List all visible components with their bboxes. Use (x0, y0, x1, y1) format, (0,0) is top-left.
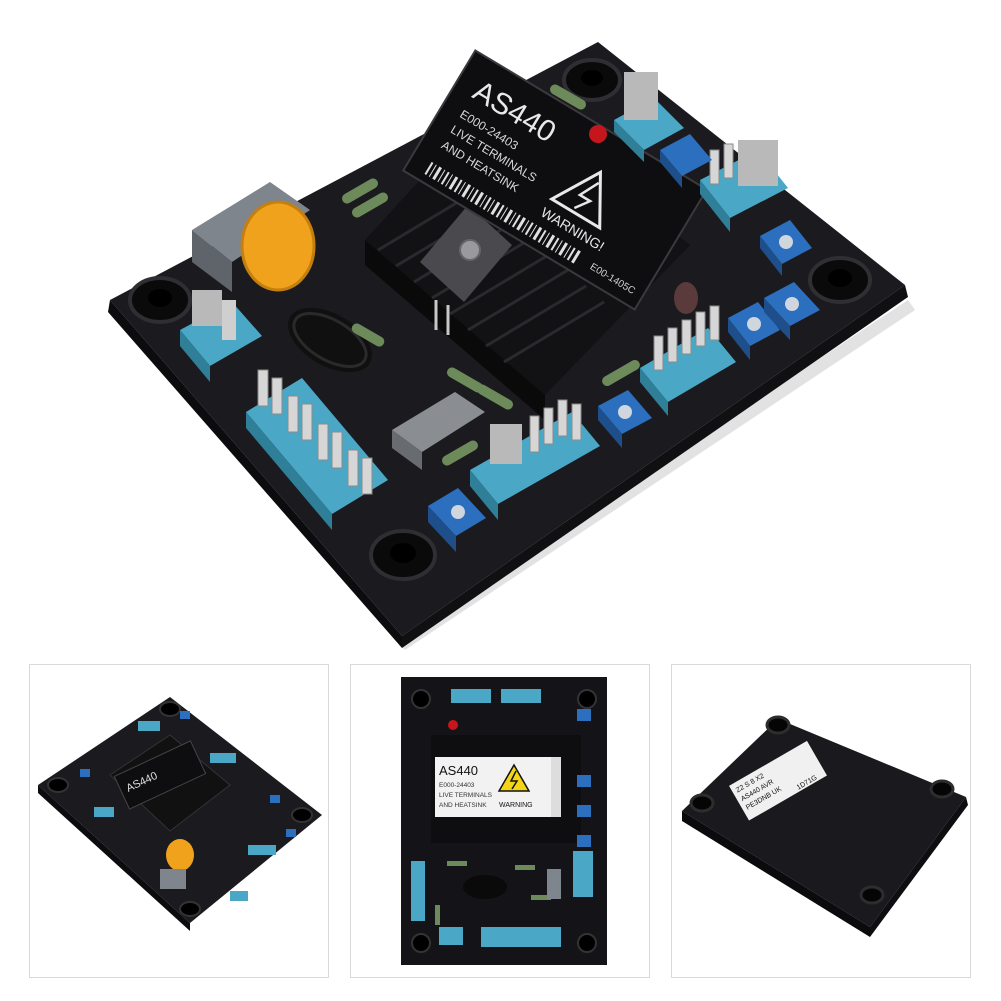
thumbnail-1-photo: AS440 (38, 697, 322, 931)
film-capacitor (392, 392, 485, 452)
thumb2-part-number: E000-24403 (439, 782, 475, 789)
terminal-connector (246, 369, 388, 530)
thumb2-warning-line2: AND HEATSINK (439, 802, 487, 809)
thumb2-warning-word: WARNING (499, 802, 533, 809)
barcode (424, 161, 581, 264)
trim-potentiometer (660, 134, 712, 188)
mounting-hole (562, 58, 622, 102)
trim-potentiometer (764, 282, 820, 340)
terminal-connector (180, 290, 262, 382)
thumbnail-2-photo: AS440 E000-24403 LIVE TERMINALS AND HEAT… (401, 677, 607, 965)
terminal-connector (640, 305, 736, 416)
mounting-hole (128, 276, 192, 324)
resistor (342, 84, 640, 466)
warning-label: AS440 E000-24403 LIVE TERMINALS AND HEAT… (401, 49, 709, 311)
trim-potentiometer (760, 220, 812, 276)
red-led (589, 125, 607, 143)
mounting-hole (369, 529, 437, 581)
thumb2-warning-line1: LIVE TERMINALS (439, 792, 493, 799)
inductor-coil (288, 307, 372, 373)
trim-potentiometer (428, 488, 486, 552)
terminal-connector (700, 140, 788, 232)
terminal-connector (614, 72, 684, 162)
trim-potentiometer (728, 302, 780, 360)
thumbnail-top-view[interactable]: AS440 E000-24403 LIVE TERMINALS AND HEAT… (350, 664, 650, 978)
electrolytic-capacitor (674, 282, 698, 314)
mounting-hole (808, 256, 872, 304)
thumbnail-bottom-view[interactable]: Z2 S 8 X2 AS440 AVR PE3DNB UK 1D71G (671, 664, 971, 978)
main-product-photo: AS440 E000-24403 LIVE TERMINALS AND HEAT… (108, 42, 915, 650)
trim-potentiometer (598, 390, 652, 448)
thumbnail-3-photo: Z2 S 8 X2 AS440 AVR PE3DNB UK 1D71G (682, 715, 968, 937)
thumb2-model-label: AS440 (439, 763, 478, 778)
varistor-disc (240, 200, 316, 292)
terminal-connector (470, 399, 600, 520)
high-voltage-warning-icon (548, 169, 602, 231)
power-transistor (420, 205, 512, 335)
thumbnail-angled-view[interactable]: AS440 (29, 664, 329, 978)
thumb2-warning-icon (497, 763, 531, 792)
